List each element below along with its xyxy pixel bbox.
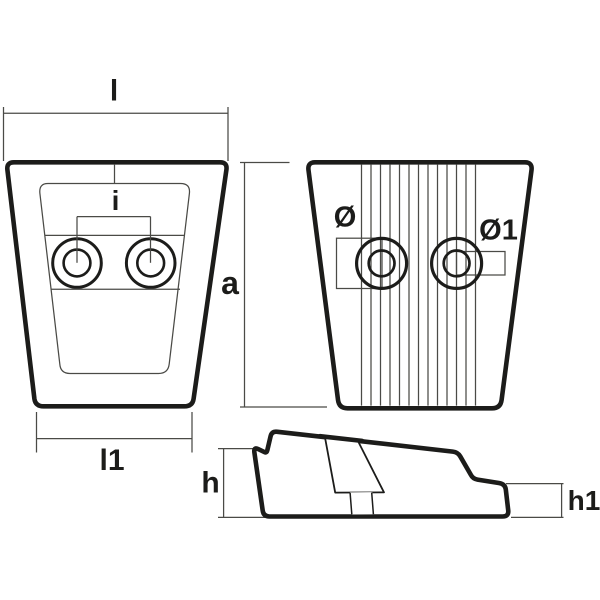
- dim-label-i: i: [112, 185, 120, 216]
- dim-label-a: a: [221, 265, 239, 301]
- diameter-callout-box: [335, 237, 383, 290]
- diameter1-callout-box: [455, 250, 506, 276]
- dim-label-diameter1: Ø1: [479, 215, 518, 247]
- dimension-side-height: h: [201, 447, 266, 519]
- dimension-hole-spacing: i: [76, 185, 152, 263]
- rear-outline: [306, 160, 534, 411]
- dim-label-h: h: [201, 467, 219, 500]
- section-outline: [251, 429, 511, 519]
- dimension-bottom-width: l1: [35, 412, 193, 477]
- dimension-top-width: l: [2, 75, 229, 161]
- dim-label-diameter: Ø: [334, 202, 357, 234]
- rear-hole-left: [355, 236, 409, 290]
- dim-label-l1: l1: [99, 444, 124, 477]
- rear-view: Ø Ø1: [306, 160, 534, 411]
- dim-label-l: l: [110, 75, 118, 108]
- rear-hole-right: [430, 236, 484, 290]
- dim-label-h1: h1: [568, 485, 600, 516]
- front-inner-panel: [39, 182, 191, 375]
- dimension-side-edge-height: h1: [506, 482, 600, 519]
- dimension-overall-height: a: [221, 161, 327, 408]
- front-outline: [5, 160, 229, 409]
- front-view: l i a: [2, 75, 327, 477]
- rear-ribs: [360, 164, 477, 406]
- side-section-view: h h1: [201, 429, 600, 519]
- section-bolt-slot: [349, 492, 375, 515]
